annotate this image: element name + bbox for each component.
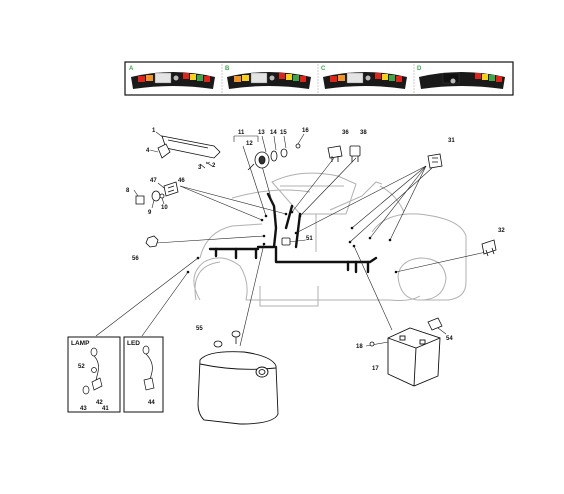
dashboard-panel-a: A xyxy=(129,66,215,89)
callout-52: 52 xyxy=(78,364,85,370)
callout-44: 44 xyxy=(148,400,155,406)
callout-47: 47 xyxy=(150,178,157,184)
dashboard-panel-c: C xyxy=(321,66,407,89)
callout-32: 32 xyxy=(498,228,505,234)
callout-4: 4 xyxy=(146,148,150,154)
leader-lines xyxy=(95,131,487,347)
callout-12: 12 xyxy=(246,141,253,147)
part-8 xyxy=(135,195,145,205)
callout-15: 15 xyxy=(280,130,287,136)
callout-42: 42 xyxy=(96,400,103,406)
lamp-inset-label: LAMP xyxy=(71,340,90,347)
callout-10: 10 xyxy=(161,205,168,211)
part-32 xyxy=(481,239,497,257)
dashboard-panel-d: D xyxy=(417,66,505,89)
callout-3: 3 xyxy=(198,165,202,171)
callout-labels: 1 2 3 4 8 9 10 11 12 13 14 15 16 17 18 3… xyxy=(78,128,505,412)
callout-43: 43 xyxy=(80,406,87,412)
panel-letter-c: C xyxy=(321,66,326,72)
battery-terminal-18-part xyxy=(369,341,375,347)
callout-1: 1 xyxy=(152,128,156,134)
panel-letter-b: B xyxy=(225,66,230,72)
callout-14: 14 xyxy=(270,130,277,136)
callout-13: 13 xyxy=(258,130,265,136)
connector-31-part xyxy=(427,153,443,169)
dashboard-panel-strip: A B C xyxy=(124,61,514,96)
callout-16: 16 xyxy=(302,128,309,134)
led-inset: LED xyxy=(123,336,164,413)
callout-41: 41 xyxy=(102,406,109,412)
callout-56: 56 xyxy=(132,256,139,262)
switch-36-part xyxy=(327,145,343,162)
callout-36: 36 xyxy=(342,130,349,136)
callout-38: 38 xyxy=(360,130,367,136)
ignition-switch-part xyxy=(247,143,301,171)
battery-part xyxy=(387,327,441,387)
part-51 xyxy=(281,237,291,246)
panel-letter-d: D xyxy=(417,66,422,72)
callout-54: 54 xyxy=(446,336,453,342)
led-inset-label: LED xyxy=(127,340,140,347)
callout-2: 2 xyxy=(212,163,216,169)
callout-8: 8 xyxy=(126,188,130,194)
callout-18: 18 xyxy=(356,344,363,350)
part-9-10 xyxy=(151,190,165,202)
fuel-sender-part xyxy=(213,330,241,348)
callout-11: 11 xyxy=(238,130,245,136)
callout-51: 51 xyxy=(306,236,313,242)
connection-points xyxy=(186,210,398,274)
callout-55: 55 xyxy=(196,326,203,332)
callout-46: 46 xyxy=(178,178,185,184)
wiring-harness xyxy=(208,192,378,274)
callout-17: 17 xyxy=(372,366,379,372)
part-56 xyxy=(145,235,159,248)
callout-31: 31 xyxy=(448,138,455,144)
relay-46-part xyxy=(163,181,179,197)
panel-letter-a: A xyxy=(129,66,134,72)
screws-part xyxy=(199,161,213,169)
dashboard-panel-b: B xyxy=(225,66,311,89)
dashboard-console-part xyxy=(161,135,221,159)
callout-9: 9 xyxy=(148,210,152,216)
tractor-outline xyxy=(193,172,467,307)
battery-cable-54-part xyxy=(427,317,443,331)
fuel-tank-part xyxy=(197,351,279,425)
ignition-key-part xyxy=(157,143,171,159)
lamp-inset: LAMP xyxy=(67,336,121,413)
switch-38-part xyxy=(349,145,361,162)
